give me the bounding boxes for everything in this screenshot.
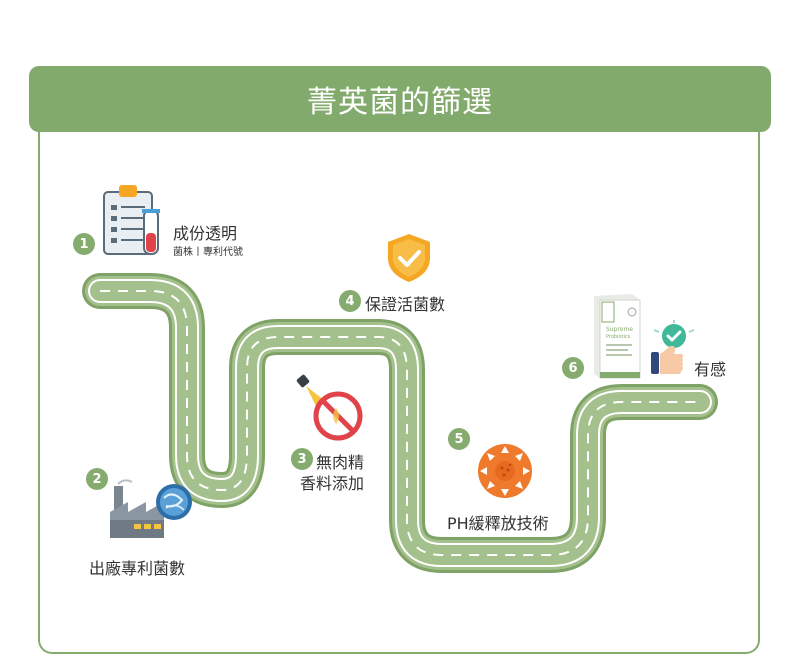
clipboard-testtube-icon	[101, 183, 165, 259]
step-6-badge: 6	[562, 357, 584, 379]
product-brand: Supreme	[606, 326, 633, 333]
release-burst-icon	[475, 442, 535, 500]
step-5-label: PH緩釋放技術	[447, 510, 549, 534]
shield-check-icon	[386, 232, 432, 284]
step-3-label-line2: 香料添加	[300, 470, 364, 494]
step-4-badge: 4	[339, 290, 361, 312]
step-2-badge: 2	[86, 468, 108, 490]
step-6-label: 有感	[694, 356, 726, 380]
step-4-label: 保證活菌數	[365, 291, 445, 315]
step-2-label: 出廠專利菌數	[89, 555, 185, 579]
factory-bacteria-icon	[106, 476, 196, 542]
product-box-icon: Supreme Probiotics	[592, 292, 644, 380]
step-1-label: 成份透明	[173, 220, 237, 244]
product-name: Probiotics	[606, 334, 631, 340]
step-3-badge: 3	[291, 448, 313, 470]
thumbs-up-check-icon	[650, 320, 696, 378]
step-5-badge: 5	[448, 428, 470, 450]
step-1-sublabel: 菌株丨專利代號	[173, 243, 243, 258]
no-additive-icon	[294, 374, 366, 444]
step-1-badge: 1	[73, 233, 95, 255]
